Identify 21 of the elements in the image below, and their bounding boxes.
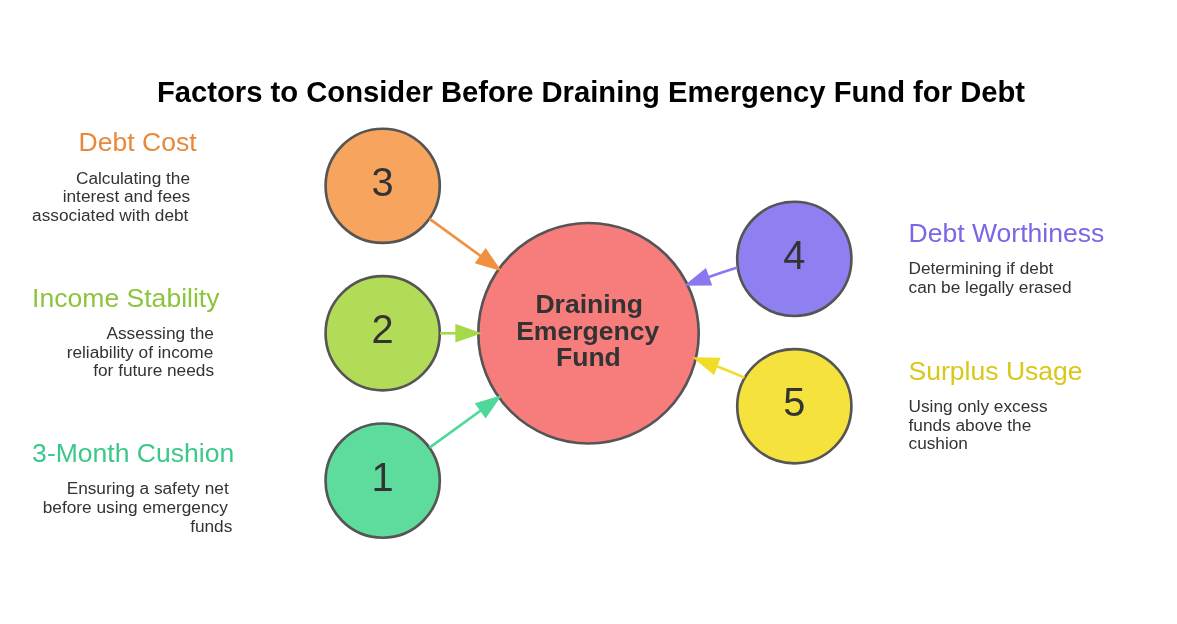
arrow xyxy=(684,266,738,286)
node-circle: 4 xyxy=(735,200,853,318)
node-label: Calculating the interest and fees associated with debt xyxy=(32,167,191,225)
node-label: 3-Month Cushion xyxy=(32,438,235,469)
arrow xyxy=(440,323,482,343)
node-circle: 1 xyxy=(324,422,442,540)
node-circle: 3 xyxy=(324,127,442,245)
node-label: Surplus Usage xyxy=(908,355,1083,386)
node-label: Debt Worthiness xyxy=(908,217,1105,248)
diagram-title: Factors to Consider Before Draining Emergency Fund for Debt xyxy=(156,75,1026,108)
node-label: Ensuring a safety net before using emergency funds xyxy=(42,478,233,536)
node-circle: 2 xyxy=(324,274,442,392)
arrow xyxy=(428,217,502,272)
node-label: Income Stability xyxy=(32,282,220,313)
node-circle: 5 xyxy=(735,347,853,465)
node-label: Using only excess funds above the cushion xyxy=(908,396,1048,454)
node-label: Determining if debt can be legally erased xyxy=(908,258,1072,297)
arrow xyxy=(428,395,502,449)
arrow xyxy=(692,357,745,379)
node-label: Debt Cost xyxy=(78,127,197,158)
node-label: Assessing the reliability of income for future needs xyxy=(66,323,215,381)
